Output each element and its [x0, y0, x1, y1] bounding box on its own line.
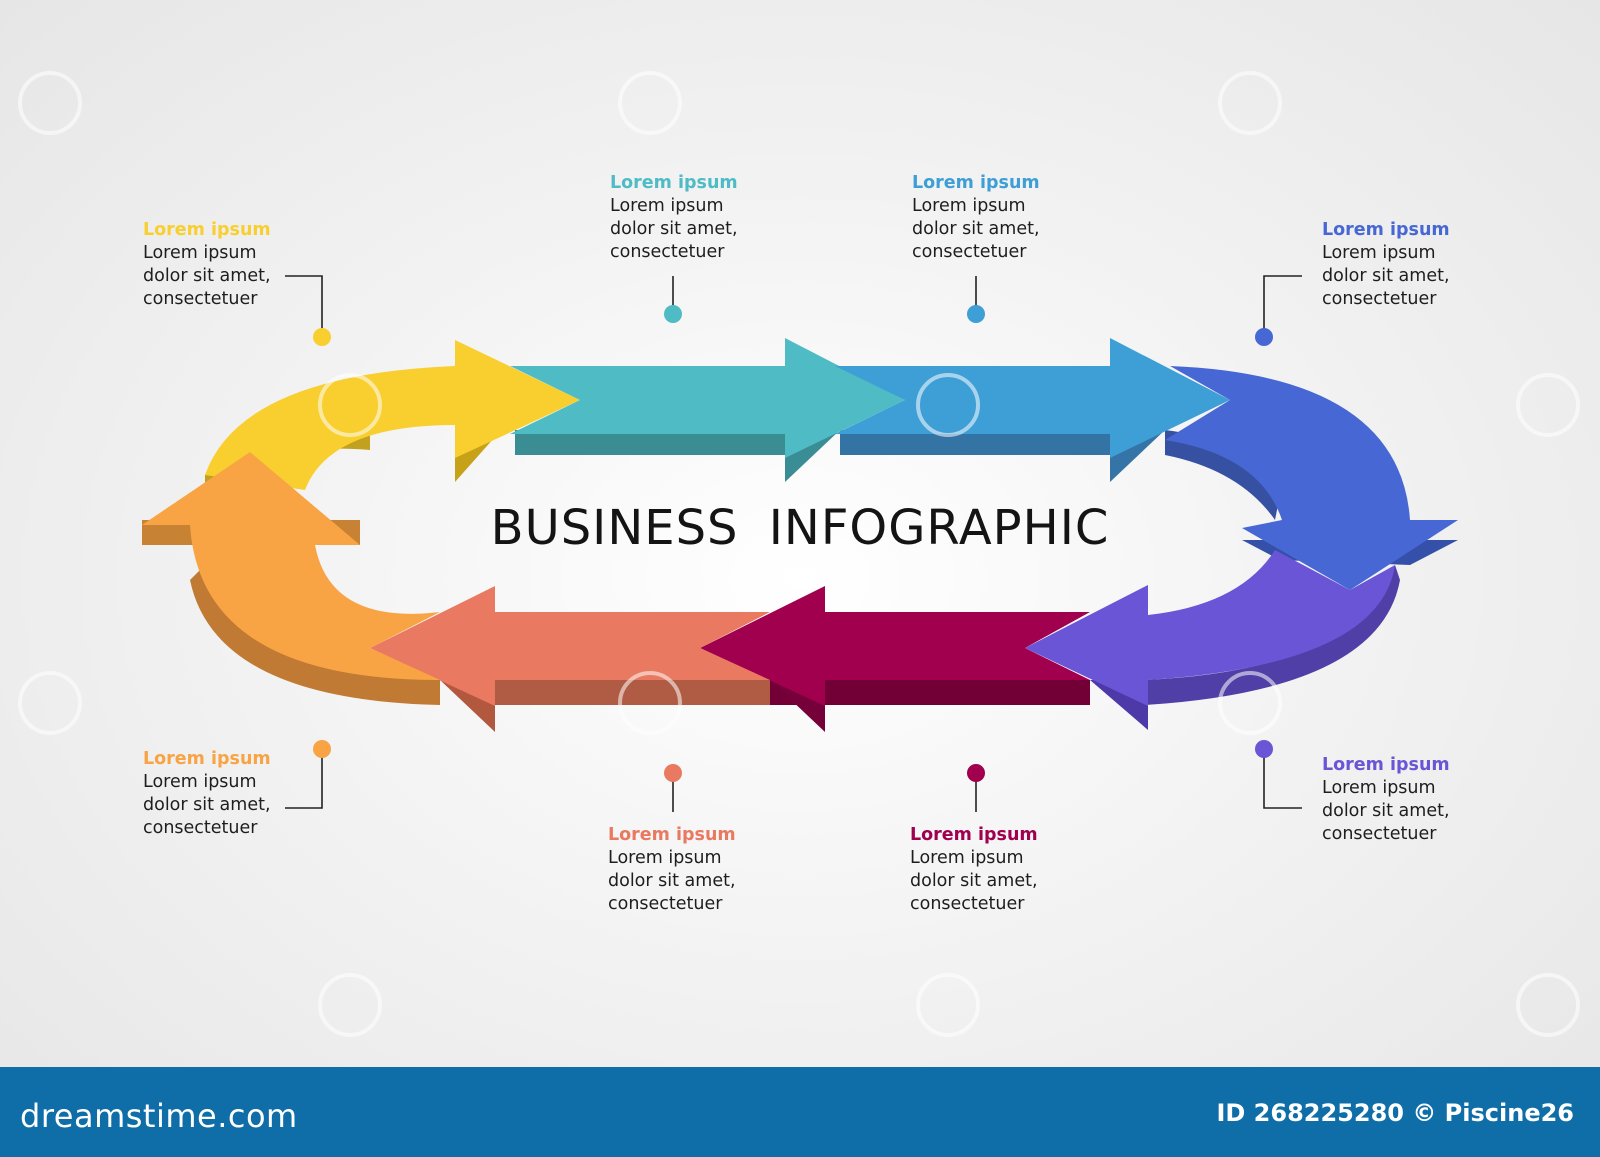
step-line: Lorem ipsum — [910, 848, 1024, 868]
indigo-arrow — [1165, 366, 1458, 590]
step-line: consectetuer — [143, 289, 258, 309]
step-title: Lorem ipsum — [912, 173, 1040, 193]
orange-arrow — [142, 452, 440, 680]
step-line: dolor sit amet, — [1322, 801, 1450, 821]
step-callout-3: Lorem ipsum Lorem ipsum dolor sit amet, … — [912, 172, 1122, 264]
maroon-arrow-side — [770, 680, 1090, 705]
orange-arrow-side — [190, 565, 440, 705]
step-title: Lorem ipsum — [143, 220, 271, 240]
step-line: Lorem ipsum — [143, 243, 257, 263]
teal-arrow-side — [515, 430, 785, 455]
step-line: consectetuer — [912, 242, 1027, 262]
step-callout-8: Lorem ipsum Lorem ipsum dolor sit amet, … — [143, 748, 353, 840]
blue-arrow-side — [840, 430, 1110, 455]
watermark-footer-bar: dreamstime.com ID 268225280 © Piscine26 — [0, 1067, 1600, 1157]
step-line: consectetuer — [1322, 289, 1437, 309]
step-line: Lorem ipsum — [608, 848, 722, 868]
step-line: Lorem ipsum — [143, 772, 257, 792]
step-title: Lorem ipsum — [610, 173, 738, 193]
connectors — [285, 275, 1302, 812]
connector-dot-5 — [1255, 740, 1273, 758]
infographic-title: BUSINESS INFOGRAPHIC — [490, 500, 1110, 556]
step-line: dolor sit amet, — [910, 871, 1038, 891]
step-line: consectetuer — [143, 818, 258, 838]
connector-line-1 — [285, 275, 323, 330]
footer-image-id: ID 268225280 © Piscine26 — [1216, 1099, 1574, 1127]
step-line: consectetuer — [910, 894, 1025, 914]
step-callout-1: Lorem ipsum Lorem ipsum dolor sit amet, … — [143, 219, 353, 311]
footer-brand-logo: dreamstime.com — [20, 1097, 298, 1135]
step-title: Lorem ipsum — [1322, 220, 1450, 240]
coral-arrow-side — [495, 680, 770, 705]
connector-line-5 — [1263, 757, 1302, 809]
connector-dot-6 — [967, 764, 985, 782]
step-line: dolor sit amet, — [1322, 266, 1450, 286]
connector-dot-1 — [313, 328, 331, 346]
step-line: dolor sit amet, — [610, 219, 738, 239]
indigo-arrow-side — [1165, 430, 1280, 520]
connector-line-4 — [1263, 275, 1302, 330]
step-callout-4: Lorem ipsum Lorem ipsum dolor sit amet, … — [1322, 219, 1532, 311]
teal-arrow — [510, 338, 905, 458]
violet-arrow — [1025, 550, 1395, 706]
step-line: dolor sit amet, — [143, 266, 271, 286]
step-callout-2: Lorem ipsum Lorem ipsum dolor sit amet, … — [610, 172, 820, 264]
connector-dot-4 — [1255, 328, 1273, 346]
step-line: dolor sit amet, — [608, 871, 736, 891]
connector-dot-2 — [664, 305, 682, 323]
connector-dot-7 — [664, 764, 682, 782]
step-title: Lorem ipsum — [608, 825, 736, 845]
step-line: consectetuer — [608, 894, 723, 914]
step-line: consectetuer — [610, 242, 725, 262]
step-line: dolor sit amet, — [143, 795, 271, 815]
connector-dot-8 — [313, 740, 331, 758]
step-title: Lorem ipsum — [143, 749, 271, 769]
step-callout-6: Lorem ipsum Lorem ipsum dolor sit amet, … — [910, 824, 1120, 916]
step-line: Lorem ipsum — [1322, 778, 1436, 798]
step-callout-5: Lorem ipsum Lorem ipsum dolor sit amet, … — [1322, 754, 1532, 846]
step-line: Lorem ipsum — [912, 196, 1026, 216]
step-line: dolor sit amet, — [912, 219, 1040, 239]
step-title: Lorem ipsum — [910, 825, 1038, 845]
yellow-arrow — [205, 340, 580, 490]
infographic-stage: BUSINESS INFOGRAPHIC Lorem ipsum Lorem i… — [142, 172, 1532, 916]
step-title: Lorem ipsum — [1322, 755, 1450, 775]
maroon-arrow — [700, 586, 1090, 706]
connector-line-8 — [285, 757, 323, 809]
step-callout-7: Lorem ipsum Lorem ipsum dolor sit amet, … — [608, 824, 818, 916]
step-line: Lorem ipsum — [1322, 243, 1436, 263]
step-line: Lorem ipsum — [610, 196, 724, 216]
connector-dot-3 — [967, 305, 985, 323]
step-line: consectetuer — [1322, 824, 1437, 844]
